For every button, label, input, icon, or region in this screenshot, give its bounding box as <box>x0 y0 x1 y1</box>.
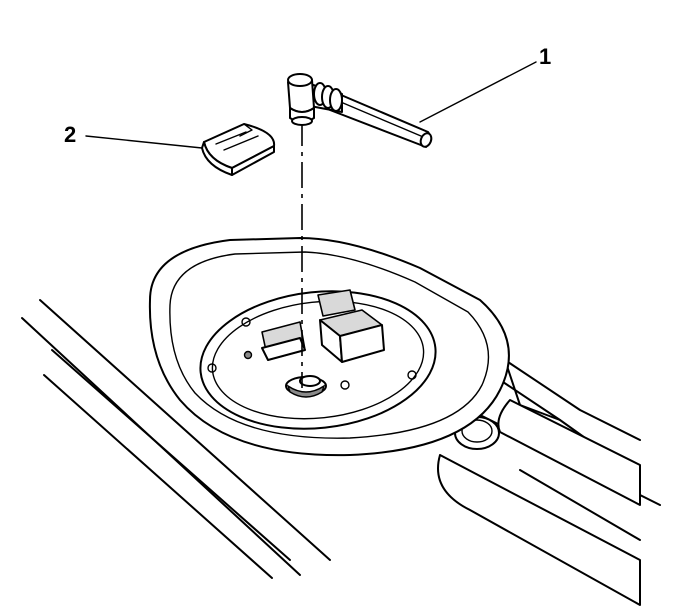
clip-edge-front <box>231 145 275 176</box>
fuel-line-assembly <box>287 73 433 148</box>
callout-2-label: 2 <box>64 122 76 147</box>
rib-lower <box>437 454 641 606</box>
flange-bolt-hole <box>407 370 417 380</box>
flange-inner-rim <box>169 251 490 439</box>
panel-edge-line <box>51 349 291 561</box>
flange-bolt-hole <box>243 350 253 360</box>
flange-bolt-hole <box>207 363 217 373</box>
connector-back <box>317 289 356 317</box>
plug-inner <box>461 419 493 443</box>
callout-1-leader <box>419 61 537 123</box>
fuel-line-end <box>419 132 433 148</box>
clip-tab <box>239 123 253 137</box>
connector-small-front <box>261 337 306 361</box>
callout-2-leader <box>85 135 203 149</box>
sender-plate-inner <box>211 300 425 420</box>
sender-connectors <box>261 289 385 363</box>
panel-edge-line <box>43 374 273 579</box>
fuel-line-highlight <box>335 99 429 140</box>
connector-cap <box>287 73 313 87</box>
connector-large-front <box>339 324 385 363</box>
tank-rib-channel <box>437 399 641 606</box>
connector-tip <box>291 116 313 126</box>
retainer-clip <box>201 123 276 176</box>
connector-rib <box>329 88 343 112</box>
flange-bolt-hole <box>241 317 251 327</box>
panel-edge-line <box>519 469 641 541</box>
port-nipple <box>299 375 321 387</box>
panel-edge-line <box>39 299 331 561</box>
rib-upper <box>497 399 641 506</box>
clip-slot <box>215 131 259 151</box>
sender-fuel-port <box>285 375 327 398</box>
port-collar <box>286 384 326 398</box>
flange-bolt-hole <box>340 380 350 390</box>
callout-1-label: 1 <box>539 44 551 69</box>
